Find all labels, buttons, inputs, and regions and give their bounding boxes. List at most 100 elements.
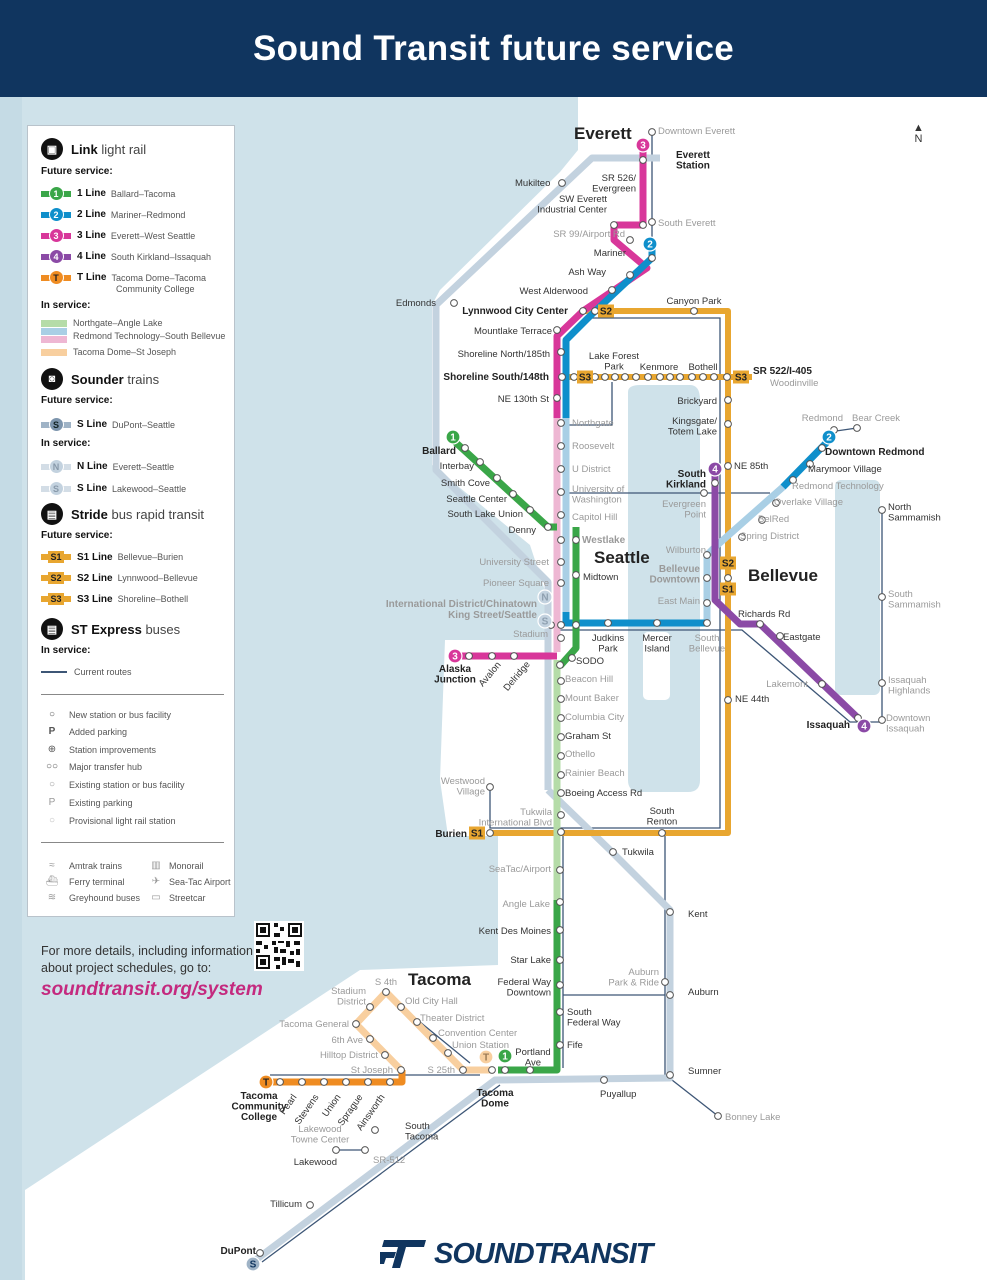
- station-marker[interactable]: [806, 460, 814, 468]
- station-marker[interactable]: [878, 593, 886, 601]
- station-marker[interactable]: [557, 558, 565, 566]
- station-marker[interactable]: [557, 348, 565, 356]
- station-marker[interactable]: [609, 848, 617, 856]
- station-marker[interactable]: [656, 373, 664, 381]
- station-marker[interactable]: [488, 1066, 496, 1074]
- station-marker[interactable]: [366, 1003, 374, 1011]
- station-marker[interactable]: [648, 254, 656, 262]
- station-marker[interactable]: [556, 956, 564, 964]
- station-marker[interactable]: [526, 506, 534, 514]
- station-marker[interactable]: [465, 652, 473, 660]
- station-marker[interactable]: [658, 829, 666, 837]
- station-marker[interactable]: [557, 419, 565, 427]
- station-marker[interactable]: [703, 619, 711, 627]
- station-marker[interactable]: [648, 218, 656, 226]
- station-marker[interactable]: [298, 1078, 306, 1086]
- station-marker[interactable]: [501, 1066, 509, 1074]
- station-marker[interactable]: [626, 236, 634, 244]
- station-marker[interactable]: [557, 465, 565, 473]
- station-marker[interactable]: [493, 474, 501, 482]
- station-marker[interactable]: [756, 620, 764, 628]
- station-marker[interactable]: [450, 299, 458, 307]
- station-marker[interactable]: [703, 551, 711, 559]
- more-info-link[interactable]: soundtransit.org/system: [41, 979, 263, 1000]
- station-marker[interactable]: [557, 579, 565, 587]
- station-marker[interactable]: [572, 536, 580, 544]
- qr-code[interactable]: [254, 921, 304, 971]
- station-marker[interactable]: [601, 373, 609, 381]
- station-marker[interactable]: [611, 373, 619, 381]
- station-marker[interactable]: [486, 829, 494, 837]
- station-marker[interactable]: [361, 1146, 369, 1154]
- station-marker[interactable]: [556, 981, 564, 989]
- station-marker[interactable]: [710, 373, 718, 381]
- station-marker[interactable]: [332, 1146, 340, 1154]
- station-marker[interactable]: [818, 444, 826, 452]
- station-marker[interactable]: [557, 677, 565, 685]
- station-marker[interactable]: [558, 179, 566, 187]
- station-marker[interactable]: [488, 652, 496, 660]
- station-marker[interactable]: [476, 458, 484, 466]
- station-marker[interactable]: [557, 828, 565, 836]
- station-marker[interactable]: [557, 488, 565, 496]
- station-marker[interactable]: [878, 716, 886, 724]
- station-marker[interactable]: [556, 898, 564, 906]
- station-marker[interactable]: [572, 571, 580, 579]
- station-marker[interactable]: [413, 1018, 421, 1026]
- station-marker[interactable]: [853, 424, 861, 432]
- station-marker[interactable]: [306, 1201, 314, 1209]
- station-marker[interactable]: [568, 654, 576, 662]
- station-marker[interactable]: [553, 394, 561, 402]
- station-marker[interactable]: [444, 1049, 452, 1057]
- station-marker[interactable]: [666, 908, 674, 916]
- station-marker[interactable]: [724, 574, 732, 582]
- station-marker[interactable]: [556, 661, 564, 669]
- station-marker[interactable]: [604, 619, 612, 627]
- station-marker[interactable]: [724, 696, 732, 704]
- station-marker[interactable]: [666, 1071, 674, 1079]
- station-marker[interactable]: [572, 621, 580, 629]
- station-marker[interactable]: [429, 1034, 437, 1042]
- station-marker[interactable]: [553, 326, 561, 334]
- station-marker[interactable]: [397, 1066, 405, 1074]
- station-marker[interactable]: [544, 523, 552, 531]
- station-marker[interactable]: [758, 516, 766, 524]
- station-marker[interactable]: [676, 373, 684, 381]
- station-marker[interactable]: [570, 373, 578, 381]
- station-marker[interactable]: [776, 632, 784, 640]
- station-marker[interactable]: [600, 1076, 608, 1084]
- station-marker[interactable]: [556, 1008, 564, 1016]
- station-marker[interactable]: [557, 442, 565, 450]
- station-marker[interactable]: [699, 373, 707, 381]
- station-marker[interactable]: [703, 599, 711, 607]
- station-marker[interactable]: [738, 533, 746, 541]
- station-marker[interactable]: [724, 420, 732, 428]
- station-marker[interactable]: [789, 476, 797, 484]
- station-marker[interactable]: [711, 479, 719, 487]
- station-marker[interactable]: [342, 1078, 350, 1086]
- station-marker[interactable]: [661, 978, 669, 986]
- station-marker[interactable]: [510, 652, 518, 660]
- station-marker[interactable]: [276, 1078, 284, 1086]
- station-marker[interactable]: [772, 499, 780, 507]
- station-marker[interactable]: [644, 373, 652, 381]
- station-marker[interactable]: [557, 536, 565, 544]
- station-marker[interactable]: [878, 506, 886, 514]
- station-marker[interactable]: [653, 619, 661, 627]
- station-marker[interactable]: [723, 373, 731, 381]
- station-marker[interactable]: [320, 1078, 328, 1086]
- station-marker[interactable]: [591, 307, 599, 315]
- station-marker[interactable]: [700, 489, 708, 497]
- station-marker[interactable]: [526, 1066, 534, 1074]
- station-marker[interactable]: [352, 1020, 360, 1028]
- station-marker[interactable]: [381, 1051, 389, 1059]
- station-marker[interactable]: [557, 789, 565, 797]
- station-marker[interactable]: [666, 991, 674, 999]
- station-marker[interactable]: [558, 373, 566, 381]
- station-marker[interactable]: [557, 695, 565, 703]
- station-marker[interactable]: [557, 634, 565, 642]
- station-marker[interactable]: [688, 373, 696, 381]
- station-marker[interactable]: [509, 490, 517, 498]
- station-marker[interactable]: [486, 783, 494, 791]
- station-marker[interactable]: [714, 1112, 722, 1120]
